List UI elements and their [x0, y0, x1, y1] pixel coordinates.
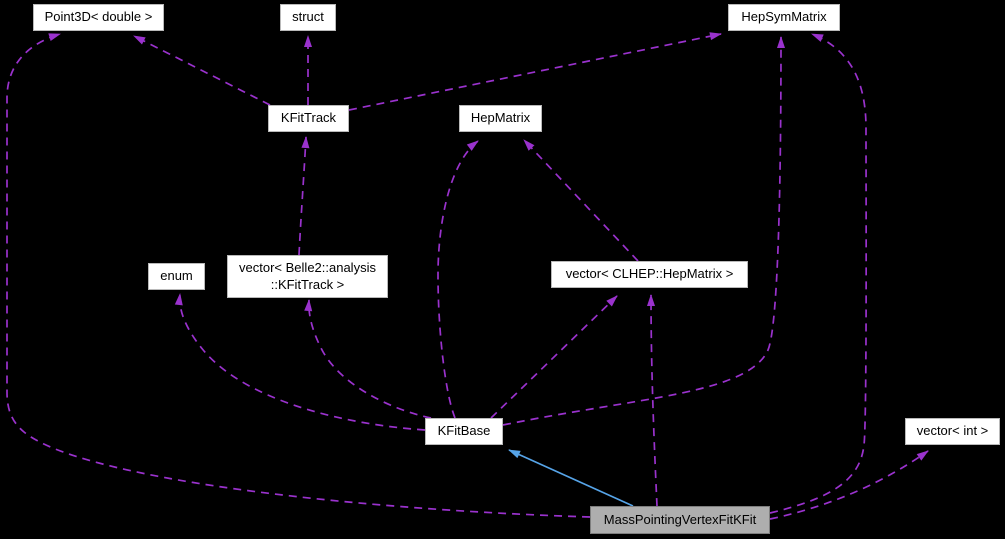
- edge-kfittrack-to-hepsymmatrix: [348, 32, 722, 111]
- node-kfitbase[interactable]: KFitBase: [425, 418, 503, 445]
- edge-main-to-vec-hepmatrix: [647, 294, 658, 507]
- edge-main-to-point3d: [6, 33, 591, 518]
- node-vector-belle2-kfittrack[interactable]: vector< Belle2::analysis ::KFitTrack >: [227, 255, 388, 298]
- edge-kfitbase-to-hepmatrix: [437, 140, 479, 419]
- node-label-line1: vector< Belle2::analysis: [239, 259, 376, 275]
- edge-vec-kfittrack-to-kfittrack: [298, 136, 310, 256]
- edge-main-to-vec-int: [769, 450, 929, 520]
- edge-kfitbase-to-vec-hepmatrix: [490, 295, 618, 419]
- node-label: HepSymMatrix: [741, 9, 827, 25]
- node-enum[interactable]: enum: [148, 263, 205, 290]
- node-label: struct: [292, 9, 324, 25]
- edge-main-to-hepsymmatrix: [769, 33, 868, 514]
- node-label: enum: [160, 268, 193, 284]
- edge-kfittrack-to-point3d: [133, 35, 271, 106]
- node-vector-clhep-hepmatrix[interactable]: vector< CLHEP::HepMatrix >: [551, 261, 748, 288]
- node-label: vector< CLHEP::HepMatrix >: [565, 266, 734, 282]
- edge-vec-hepmatrix-to-hepmatrix: [523, 139, 639, 262]
- node-vector-int[interactable]: vector< int >: [905, 418, 1000, 445]
- node-label: KFitTrack: [280, 110, 337, 126]
- node-hepmatrix[interactable]: HepMatrix: [459, 105, 542, 132]
- node-label: MassPointingVertexFitKFit: [603, 511, 757, 527]
- edge-kfitbase-to-hepsymmatrix: [502, 36, 785, 426]
- node-masspointingvertexfitkfit[interactable]: MassPointingVertexFitKFit: [590, 506, 770, 534]
- node-point3d-double[interactable]: Point3D< double >: [33, 4, 164, 31]
- node-hepsymmatrix[interactable]: HepSymMatrix: [728, 4, 840, 31]
- node-label: HepMatrix: [470, 110, 531, 126]
- node-label: Point3D< double >: [44, 9, 153, 25]
- node-label-line2: ::KFitTrack >: [270, 276, 345, 292]
- node-label: KFitBase: [437, 423, 491, 439]
- node-struct[interactable]: struct: [280, 4, 336, 31]
- node-label: vector< int >: [916, 423, 989, 439]
- edge-main-inherits-kfitbase: [508, 449, 634, 507]
- edge-kfitbase-to-enum: [174, 293, 426, 431]
- node-kfittrack[interactable]: KFitTrack: [268, 105, 349, 132]
- edge-kfitbase-to-vec-kfittrack: [304, 299, 432, 419]
